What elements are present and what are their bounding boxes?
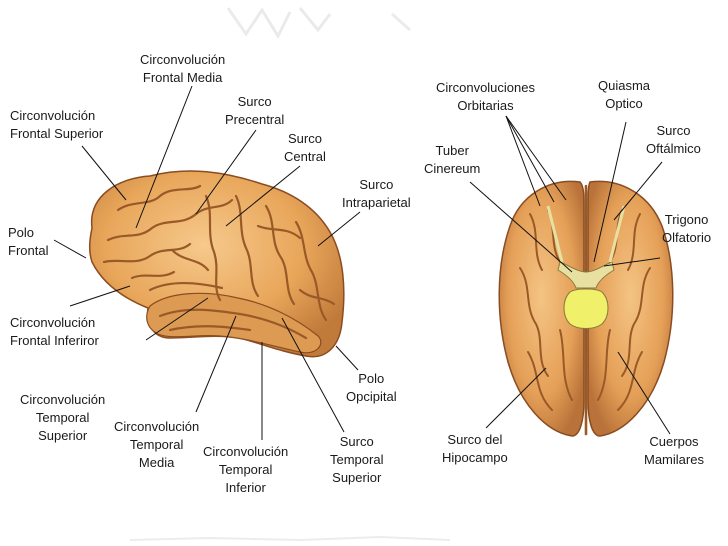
label-circonvolucion-frontal-superior: Circonvolución Frontal Superior [10,108,104,141]
mamillary-region [563,288,609,329]
leader-lines [53,85,671,440]
label-circonvolucion-temporal-media: Circonvolución Temporal Media [114,419,200,470]
label-surco-oftalmico: Surco Oftálmico [646,123,701,156]
lateral-brain [88,170,345,358]
label-cuerpos-mamilares: Cuerpos Mamilares [644,434,704,467]
label-circonvolucion-temporal-inferior: Circonvolución Temporal Inferior [203,444,289,495]
label-polo-frontal: Polo Frontal [8,225,49,258]
label-trigono-olfatorio: Trigono Olfatorio [662,212,712,245]
right-hemisphere [587,180,674,437]
label-circonvolucion-frontal-media: Circonvolución Frontal Media [140,52,226,85]
label-surco-temporal-superior: Surco Temporal Superior [330,434,384,485]
label-surco-intraparietal: Surco Intraparietal [342,177,411,210]
lateral-sulci [102,184,336,340]
olfactory-tract-right [608,205,626,263]
basal-brain [498,180,674,437]
label-surco-central: Surco Central [284,131,326,164]
optic-chiasm [557,261,615,289]
olfactory-tract-left [546,205,564,263]
header-watermark [226,7,411,40]
label-tuber-cinereum: Tuber Cinereum [424,143,481,176]
label-circonvoluciones-orbitarias: Circonvoluciones Orbitarias [436,80,535,113]
label-polo-occipital: Polo Opcipital [346,371,397,404]
label-surco-precentral: Surco Precentral [225,94,285,127]
label-quiasma-optico: Quiasma Optico [598,78,651,111]
label-surco-del-hipocampo: Surco del Hipocampo [442,432,508,465]
label-circonvolucion-frontal-inferior: Circonvolución Frontal Inferiror [10,315,99,348]
label-circonvolucion-temporal-superior: Circonvolución Temporal Superior [20,392,106,443]
